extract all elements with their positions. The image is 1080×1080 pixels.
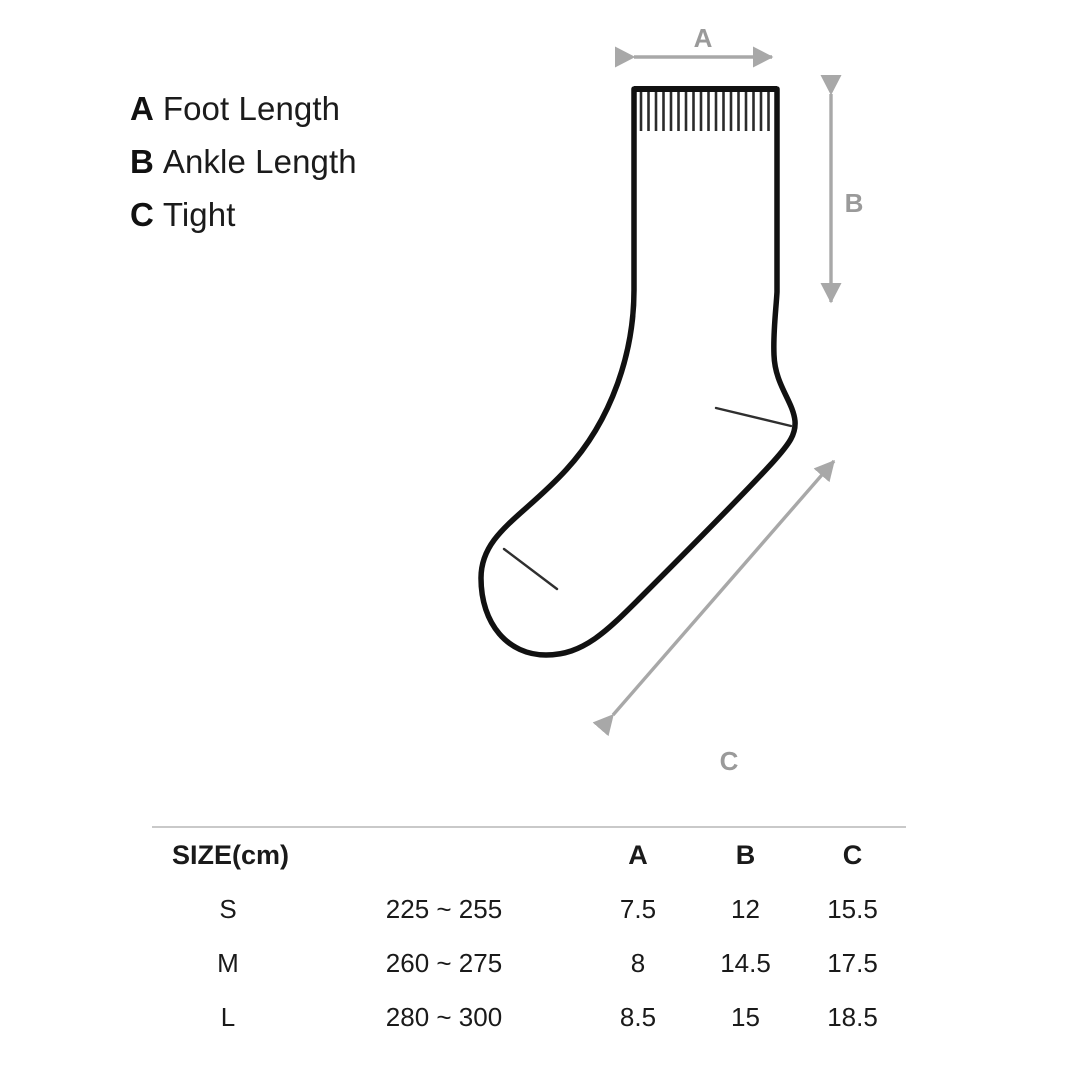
table-header-row: SIZE(cm) A B C — [152, 828, 906, 882]
cell-b: 14.5 — [720, 947, 771, 978]
size-table: SIZE(cm) A B C S 225 ~ 255 7.5 12 15.5 M — [152, 828, 906, 1044]
dimension-c-arrow — [592, 459, 836, 737]
cell-c: 15.5 — [827, 893, 878, 924]
dimension-b: B — [820, 74, 864, 304]
cell-b: 15 — [731, 1001, 760, 1032]
cell-a: 8.5 — [619, 1001, 657, 1032]
legend-item-b: B Ankle Length — [130, 135, 550, 188]
legend-key-a: A — [130, 90, 154, 127]
legend-item-a: A Foot Length — [130, 82, 550, 135]
legend-label-c: Tight — [162, 196, 236, 233]
column-header-size: SIZE(cm) — [172, 839, 290, 870]
column-header-c: C — [842, 839, 863, 870]
cell-range: 225 ~ 255 — [385, 893, 503, 924]
heel-seam-line — [714, 406, 793, 428]
dimension-b-label: B — [845, 188, 864, 218]
legend-key-c: C — [130, 196, 154, 233]
legend-key-b: B — [130, 143, 154, 180]
cell-b: 12 — [731, 893, 760, 924]
cell-size: L — [220, 1001, 236, 1032]
dimension-c: C — [592, 459, 836, 776]
table-row: M 260 ~ 275 8 14.5 17.5 — [152, 936, 906, 990]
cell-a: 7.5 — [619, 893, 657, 924]
legend: A Foot Length B Ankle Length C Tight — [130, 82, 550, 241]
dimension-a: A — [614, 23, 774, 68]
table-row: L 280 ~ 300 8.5 15 18.5 — [152, 990, 906, 1044]
sock-outline-group — [478, 86, 798, 658]
column-header-range — [304, 828, 584, 882]
column-header-b: B — [735, 839, 756, 870]
sock-diagram: A B C — [478, 23, 864, 776]
cell-range: 260 ~ 275 — [385, 947, 503, 978]
cell-c: 18.5 — [827, 1001, 878, 1032]
sock-outline — [478, 86, 798, 658]
size-table-wrap: SIZE(cm) A B C S 225 ~ 255 7.5 12 15.5 M — [152, 826, 906, 1044]
table-row: S 225 ~ 255 7.5 12 15.5 — [152, 882, 906, 936]
cell-range: 280 ~ 300 — [385, 1001, 503, 1032]
cell-a: 8 — [630, 947, 646, 978]
cuff-ribbing — [639, 92, 770, 131]
table-top-divider — [152, 826, 906, 828]
cell-size: S — [219, 893, 237, 924]
column-header-a: A — [628, 839, 648, 870]
cell-c: 17.5 — [827, 947, 878, 978]
dimension-a-label: A — [694, 23, 713, 53]
cell-size: M — [217, 947, 239, 978]
toe-seam-line — [502, 547, 559, 591]
legend-label-a: Foot Length — [162, 90, 341, 127]
dimension-c-label: C — [720, 746, 739, 776]
legend-label-b: Ankle Length — [162, 143, 357, 180]
legend-item-c: C Tight — [130, 188, 550, 241]
